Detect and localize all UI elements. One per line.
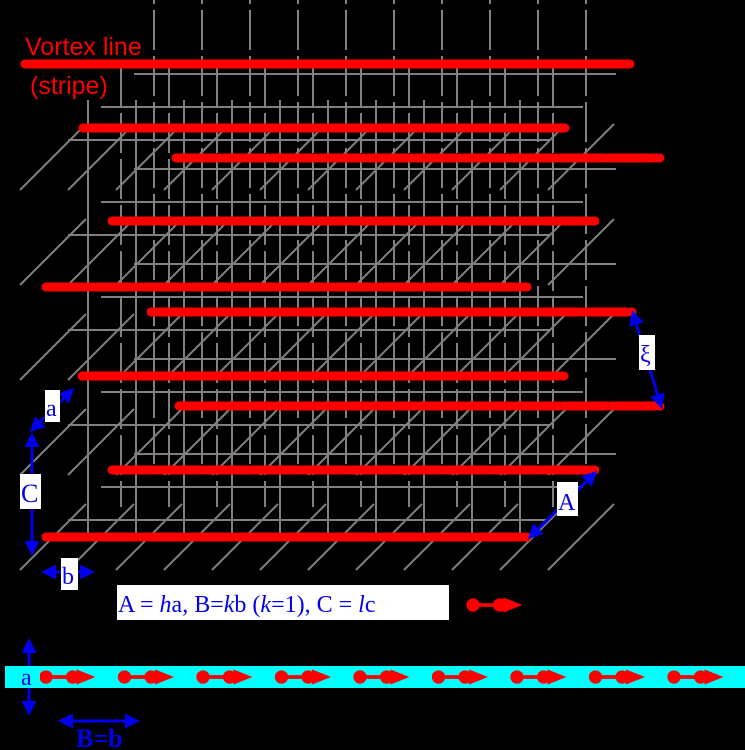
grid-line-diagonal bbox=[547, 313, 615, 381]
grid-line-diagonal bbox=[307, 408, 375, 476]
grid-line-diagonal bbox=[451, 218, 519, 286]
grid-line-diagonal bbox=[355, 408, 423, 476]
title-stripe: (stripe) bbox=[30, 72, 108, 100]
grid-line-diagonal bbox=[403, 408, 471, 476]
grid-line-diagonal bbox=[211, 218, 279, 286]
grid-line-diagonal bbox=[163, 313, 231, 381]
vortex-pair-legend-icon bbox=[466, 597, 523, 613]
grid-line-diagonal bbox=[547, 408, 615, 476]
grid-line-diagonal bbox=[163, 408, 231, 476]
grid-line-diagonal bbox=[115, 218, 183, 286]
title-vortex-line: Vortex line bbox=[25, 33, 142, 61]
axis-A-indicator: A bbox=[527, 470, 598, 540]
grid-line-diagonal bbox=[355, 218, 423, 286]
grid-line-diagonal bbox=[451, 313, 519, 381]
grid-line-diagonal bbox=[499, 313, 567, 381]
grid-line-diagonal bbox=[307, 218, 375, 286]
grid-line-diagonal bbox=[67, 123, 135, 191]
formula-box: A = ha, B=kb (k=1), C = lc bbox=[117, 585, 449, 620]
grid-line-diagonal bbox=[259, 313, 327, 381]
grid-line-diagonal bbox=[259, 218, 327, 286]
grid-line-diagonal bbox=[115, 123, 183, 191]
grid-line-diagonal bbox=[67, 408, 135, 476]
grid-line-diagonal bbox=[403, 313, 471, 381]
grid-line-diagonal bbox=[163, 218, 231, 286]
grid-line-diagonal bbox=[499, 408, 567, 476]
grid-line-diagonal bbox=[67, 218, 135, 286]
grid-line-diagonal bbox=[115, 408, 183, 476]
axis-xi-indicator: ξ bbox=[629, 310, 665, 409]
grid-line-diagonal bbox=[19, 313, 87, 381]
bottom-label-B-eq-b: B=b bbox=[76, 724, 123, 750]
label-a: a bbox=[46, 396, 57, 422]
grid-line-diagonal bbox=[19, 218, 87, 286]
grid-line-diagonal bbox=[499, 218, 567, 286]
grid-line-diagonal bbox=[211, 408, 279, 476]
grid-line-diagonal bbox=[307, 313, 375, 381]
formula-text: A = ha, B=kb (k=1), C = lc bbox=[118, 592, 375, 618]
grid-line-diagonal bbox=[355, 313, 423, 381]
axis-b-indicator: b bbox=[41, 558, 95, 590]
vortex-pair-arrows bbox=[39, 669, 724, 685]
label-A: A bbox=[558, 490, 576, 516]
grid-line-diagonal bbox=[19, 123, 87, 191]
grid-line-diagonal bbox=[67, 313, 135, 381]
grid-line-diagonal bbox=[403, 218, 471, 286]
grid-line-diagonal bbox=[259, 408, 327, 476]
bottom-axis-a-indicator: a bbox=[19, 638, 40, 716]
label-xi: ξ bbox=[640, 342, 651, 368]
vortex-stripes bbox=[20, 59, 665, 542]
axis-C-indicator: C bbox=[20, 432, 41, 556]
grid-line-diagonal bbox=[211, 313, 279, 381]
label-C: C bbox=[21, 479, 38, 508]
bottom-label-a: a bbox=[21, 665, 32, 691]
grid-line-diagonal bbox=[547, 218, 615, 286]
axis-a-indicator: a bbox=[29, 387, 75, 433]
bottom-axis-B-indicator: B=b bbox=[58, 713, 140, 750]
grid-line-diagonal bbox=[115, 313, 183, 381]
label-b: b bbox=[62, 564, 74, 590]
grid-line-diagonal bbox=[451, 408, 519, 476]
